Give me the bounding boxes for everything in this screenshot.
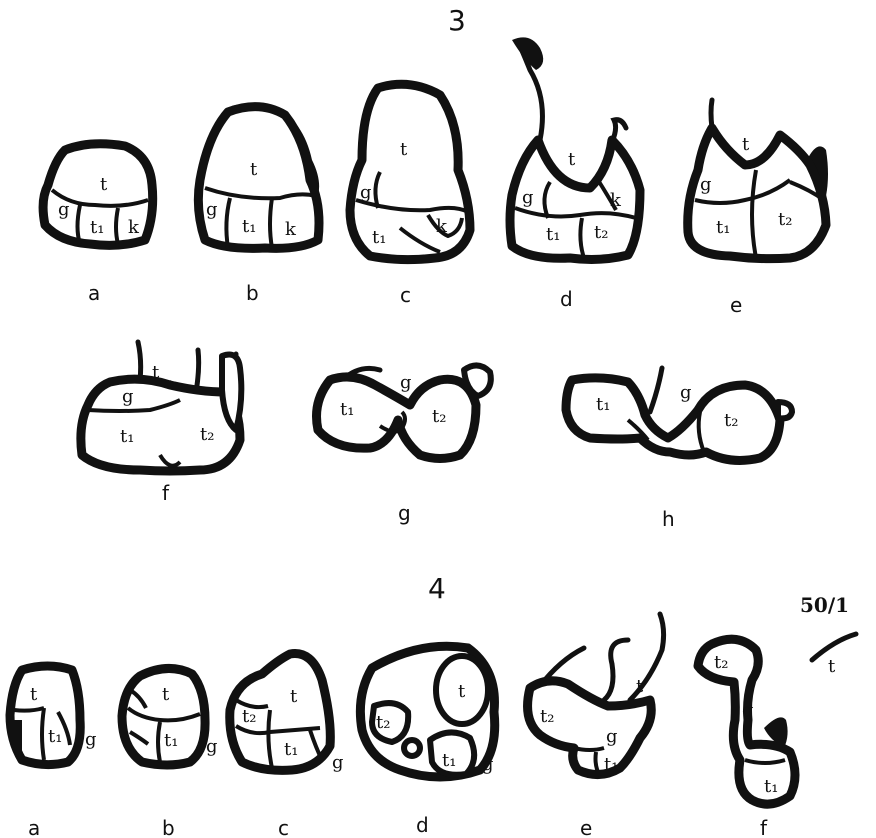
- cell-label-g: g: [58, 199, 70, 220]
- cell-label-t2: t₂: [540, 706, 554, 727]
- cell-label-t2: t₂: [724, 410, 738, 431]
- cell-label-t: t: [400, 139, 408, 160]
- cell-label-t1: t₁: [764, 776, 778, 797]
- scale-label: 50/1: [800, 593, 849, 617]
- figure-3g-section: g t₁ t₂: [317, 365, 491, 458]
- cell-label-t2: t₂: [594, 222, 608, 243]
- cell-label-t: t: [152, 362, 160, 383]
- cell-label-t2: t₂: [778, 209, 792, 230]
- cell-label-t1: t₁: [716, 217, 730, 238]
- cell-label-g: g: [606, 726, 618, 747]
- cell-label-t: t: [30, 684, 38, 705]
- cell-label-g: g: [85, 729, 97, 750]
- figure-4-number: 4: [428, 572, 446, 605]
- cell-label-g: g: [742, 700, 754, 721]
- figure-3d-caption: d: [560, 287, 573, 311]
- figure-3c-section: t g t₁ k: [350, 84, 470, 259]
- figure-4d-section: t t₂ t₁ g: [360, 646, 494, 777]
- cell-label-t: t: [568, 149, 576, 170]
- figure-3f-section: t g t₁ t₂: [81, 342, 241, 471]
- figure-3c-caption: c: [400, 283, 411, 307]
- cell-label-t1: t₁: [242, 216, 256, 237]
- cell-label-t: t: [290, 686, 298, 707]
- cell-label-k: k: [285, 219, 297, 240]
- cell-label-t1: t₁: [90, 217, 104, 238]
- figure-4c-section: t t₂ t₁ g: [230, 654, 344, 773]
- figure-4f-section: t₂ g t₁ t: [698, 634, 856, 804]
- figure-4c-caption: c: [278, 816, 289, 838]
- cell-label-t1: t₁: [164, 730, 178, 751]
- cell-label-t1: t₁: [284, 739, 298, 760]
- cell-label-t: t: [250, 159, 258, 180]
- cell-label-t1: t₁: [596, 394, 610, 415]
- cell-label-t2: t₂: [200, 424, 214, 445]
- figure-3h-section: t₁ g t₂: [566, 368, 792, 460]
- figure-3e-section: t g t₁ t₂: [688, 100, 828, 259]
- figure-3h-caption: h: [662, 507, 675, 531]
- figure-4a-section: t t₁ g: [10, 666, 97, 765]
- cell-label-t2: t₂: [714, 652, 728, 673]
- cell-label-t1: t₁: [340, 399, 354, 420]
- cell-label-t2: t₂: [432, 406, 446, 427]
- figure-4e-caption: e: [580, 816, 592, 838]
- cell-label-g: g: [522, 187, 534, 208]
- cell-label-g: g: [400, 372, 412, 393]
- cell-label-t: t: [636, 676, 644, 697]
- cell-label-t2: t₂: [376, 712, 390, 733]
- figure-3g-caption: g: [398, 501, 411, 525]
- figure-4f-caption: f: [760, 816, 768, 838]
- figure-3f-caption: f: [162, 481, 170, 505]
- figure-4a-caption: a: [28, 816, 40, 838]
- cell-label-g: g: [482, 754, 494, 775]
- cell-label-g: g: [206, 199, 218, 220]
- figure-3b-section: t g t₁ k: [198, 103, 319, 248]
- cell-label-g: g: [332, 752, 344, 773]
- cell-label-k: k: [436, 216, 448, 237]
- cell-label-t: t: [100, 174, 108, 195]
- cell-label-t1: t₁: [120, 426, 134, 447]
- cell-label-g: g: [700, 174, 712, 195]
- cell-label-t: t: [458, 681, 466, 702]
- cell-label-g: g: [360, 182, 372, 203]
- cell-label-t1: t₁: [372, 227, 386, 248]
- figure-4d-caption: d: [416, 813, 429, 837]
- figure-3e-caption: e: [730, 293, 742, 317]
- cell-label-t: t: [828, 656, 836, 677]
- cell-label-k: k: [128, 217, 140, 238]
- cell-label-g: g: [206, 736, 218, 757]
- cell-label-g: g: [122, 386, 134, 407]
- figure-3a-section: t g t₁ k: [43, 144, 153, 246]
- figure-4e-section: t₂ t g t₁: [528, 614, 664, 776]
- cell-label-t1: t₁: [442, 750, 456, 771]
- figure-3a-caption: a: [88, 281, 100, 305]
- cell-label-t: t: [742, 134, 750, 155]
- cell-label-t1: t₁: [546, 224, 560, 245]
- cell-label-t1: t₁: [604, 754, 618, 775]
- figure-3-number: 3: [448, 4, 466, 37]
- cell-label-g: g: [680, 382, 692, 403]
- cell-label-k: k: [610, 190, 622, 211]
- cell-label-t: t: [162, 684, 170, 705]
- figure-3b-caption: b: [246, 281, 259, 305]
- cell-label-t1: t₁: [48, 726, 62, 747]
- figure-4b-section: t t₁ g: [122, 668, 218, 765]
- figure-4b-caption: b: [162, 816, 175, 838]
- cell-label-t2: t₂: [242, 706, 256, 727]
- figure-3d-section: t g k t₁ t₂: [510, 37, 640, 259]
